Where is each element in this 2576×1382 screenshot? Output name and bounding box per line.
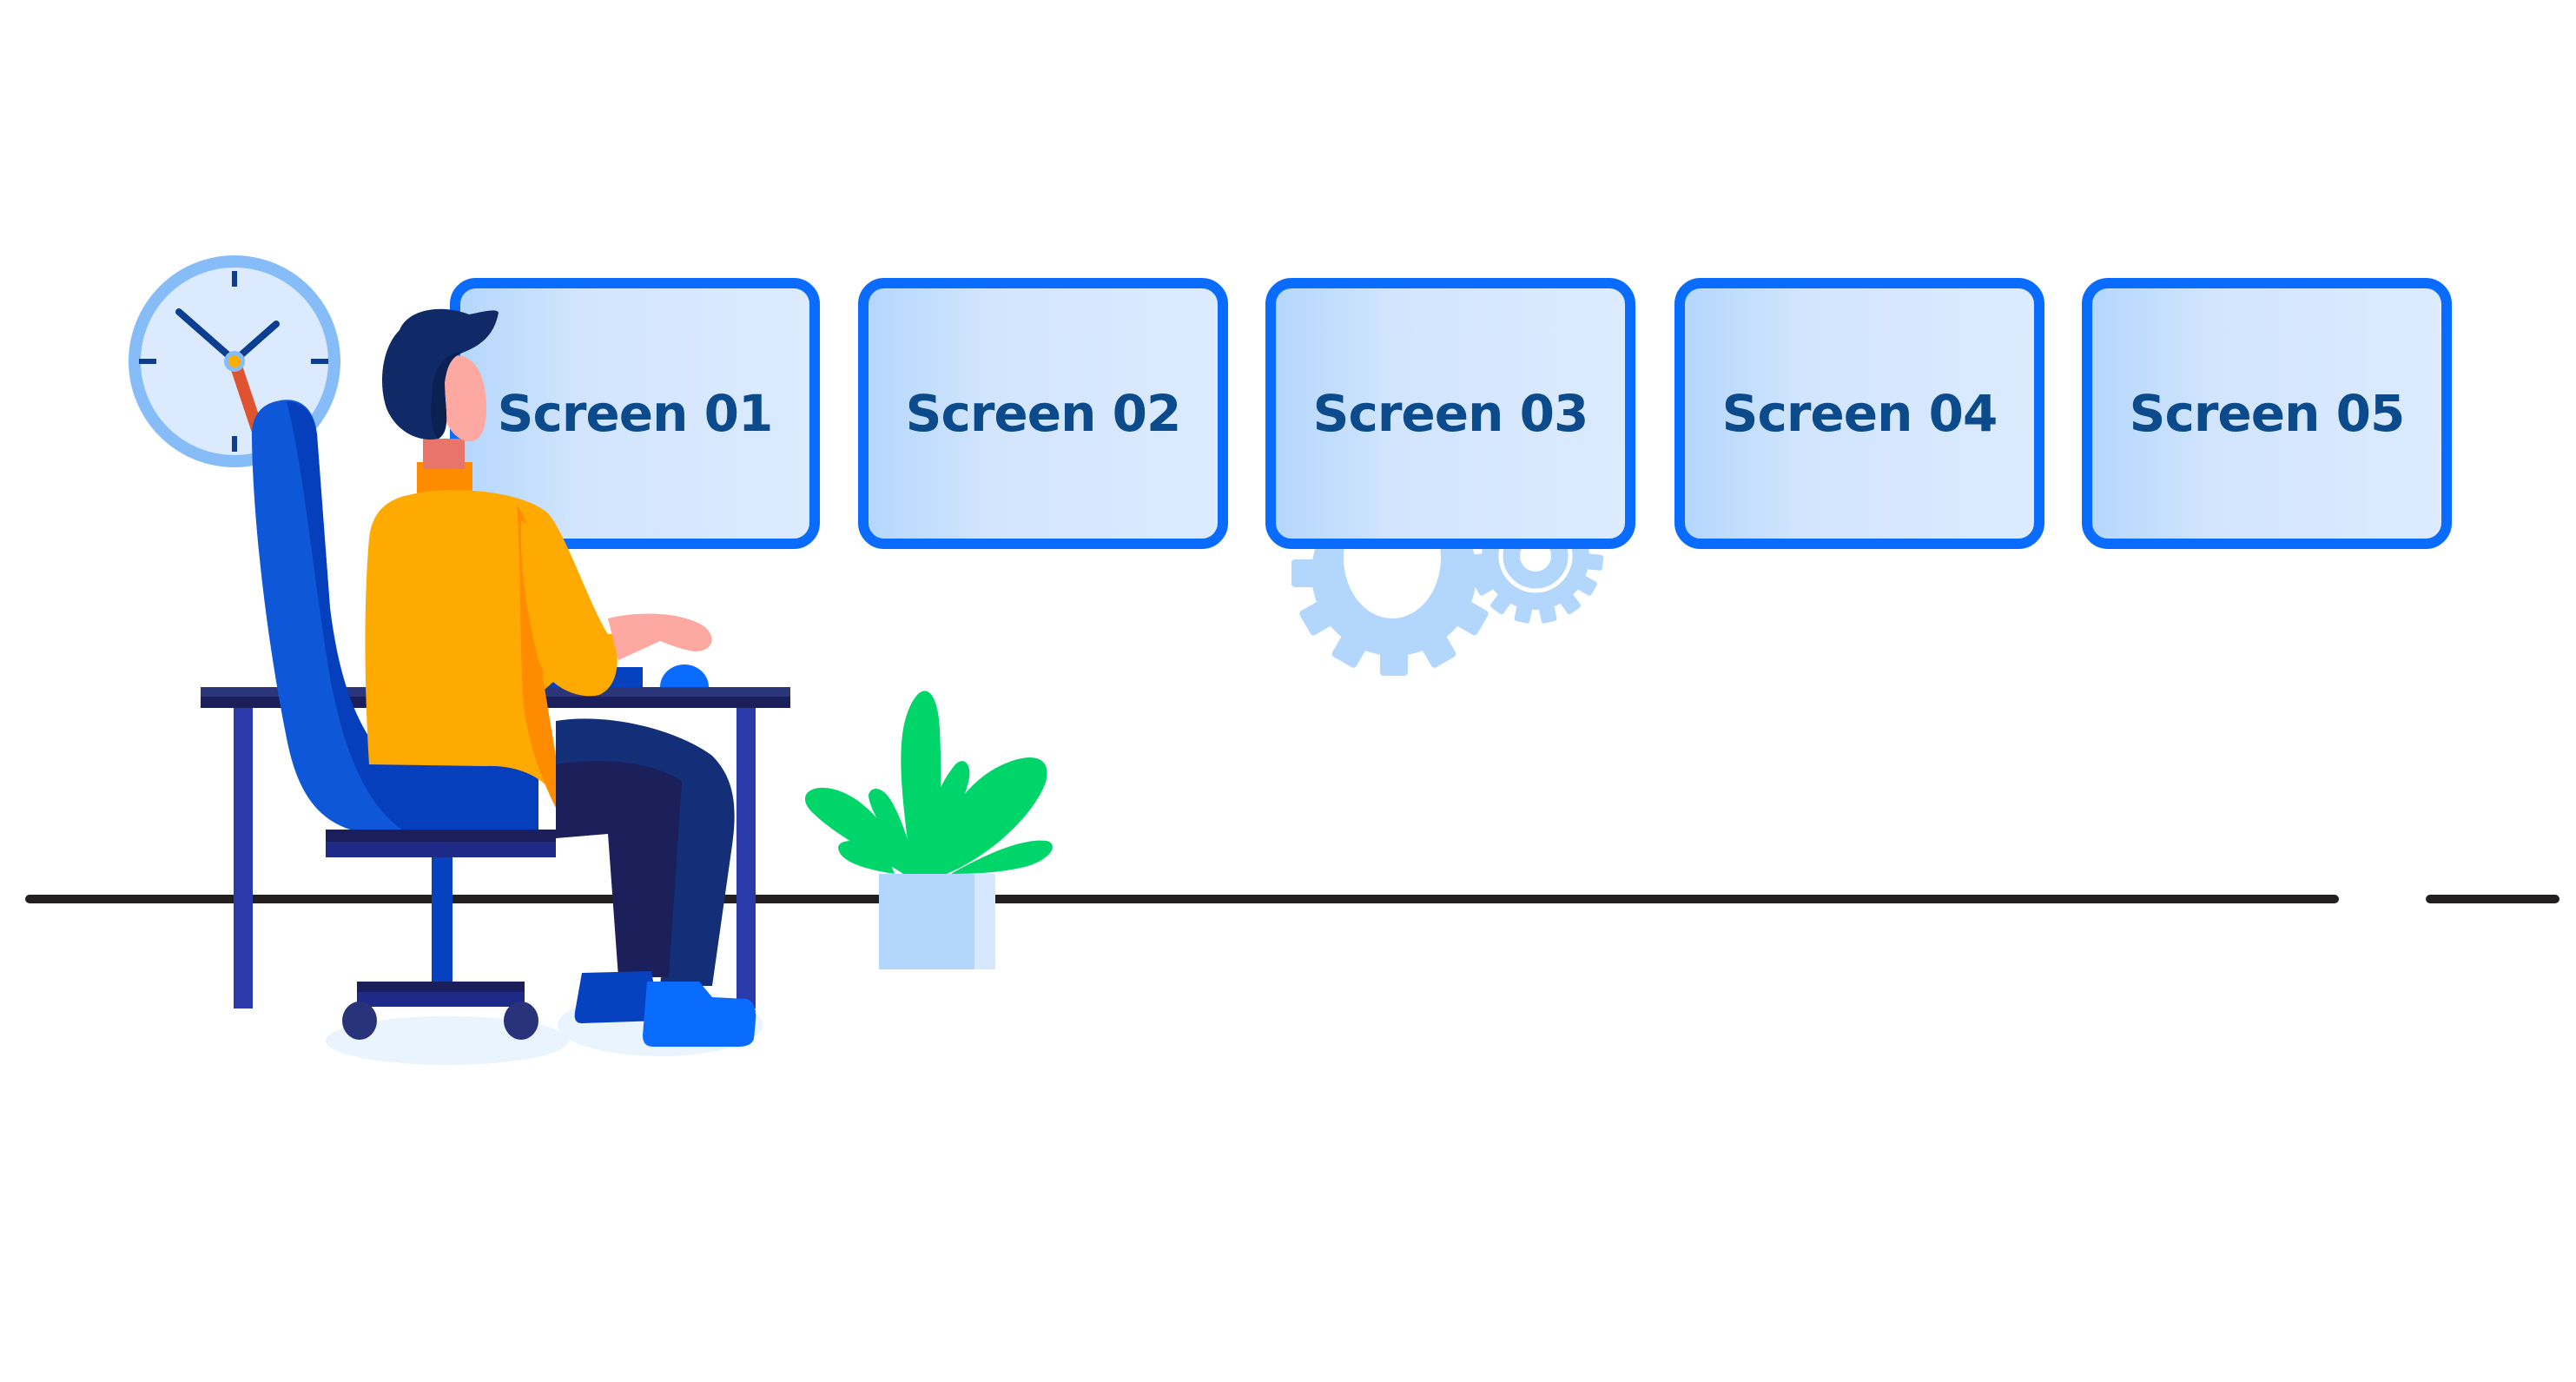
chair	[252, 400, 556, 1040]
person-torso	[365, 462, 618, 808]
screen-05-label: Screen 05	[2130, 384, 2405, 443]
screen-02-label: Screen 02	[906, 384, 1181, 443]
screen-03[interactable]: Screen 03	[1265, 278, 1635, 549]
screen-row: Screen 01 Screen 02 Screen 03 Screen 04 …	[450, 278, 2452, 549]
person-head	[382, 308, 499, 469]
screen-01-label: Screen 01	[498, 384, 773, 443]
screen-04-label: Screen 04	[1722, 384, 1998, 443]
person-legs	[556, 718, 756, 1047]
screen-04[interactable]: Screen 04	[1674, 278, 2044, 549]
screen-01[interactable]: Screen 01	[450, 278, 820, 549]
plant-icon	[804, 691, 1053, 969]
screen-02[interactable]: Screen 02	[858, 278, 1228, 549]
mouse	[660, 665, 709, 687]
screen-03-label: Screen 03	[1313, 384, 1589, 443]
screen-05[interactable]: Screen 05	[2082, 278, 2452, 549]
person-hand	[608, 613, 712, 660]
